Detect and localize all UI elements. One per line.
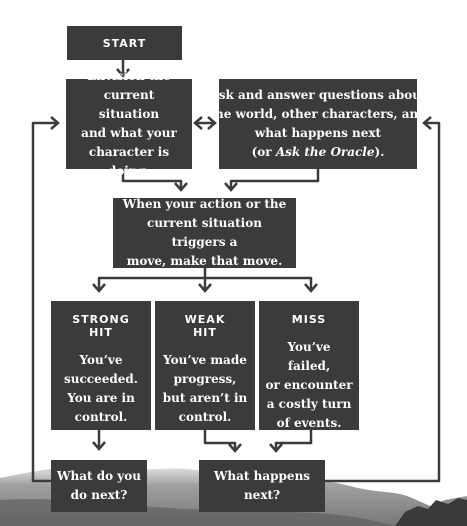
strong-hit-box: STRONG HIT You’ve succeeded. You are in …: [51, 301, 151, 430]
start-box: START: [67, 26, 182, 60]
arrowhead-trigger-right: [224, 182, 238, 192]
arrowheads: [50, 68, 432, 453]
happens-next-line-1: What happens: [213, 469, 311, 483]
trigger-move-box: When your action or the current situatio…: [113, 197, 296, 268]
miss-body-line-4: of events.: [276, 416, 342, 430]
do-next-line-1: What do you: [57, 469, 141, 483]
ask-oracle-pre: (or: [251, 145, 276, 159]
miss-body-line-3: a costly turn: [266, 397, 352, 411]
arrowhead-happens-left: [228, 443, 242, 453]
envision-box: Envision the current situation and what …: [66, 69, 192, 178]
envision-line-1: Envision the: [87, 69, 171, 83]
connector-miss-happens: [274, 430, 313, 451]
arrowhead-miss: [304, 283, 318, 293]
strong-hit-title: STRONG HIT: [72, 313, 129, 339]
weak-body-line-3: but aren’t in: [162, 391, 248, 405]
do-next-line-2: do next?: [70, 488, 128, 502]
weak-hit-title: WEAK HIT: [185, 313, 226, 339]
arrowhead-envision: [116, 68, 130, 78]
happens-next-box: What happens next?: [199, 460, 325, 512]
weak-hit-box: WEAK HIT You’ve made progress, but aren’…: [155, 301, 255, 430]
arrowhead-envision-side: [193, 116, 203, 130]
strong-title-line-1: STRONG: [72, 313, 130, 326]
rocky-peak: [395, 498, 467, 526]
arrowhead-loop-right: [422, 116, 432, 130]
do-next-box: What do you do next?: [51, 460, 147, 512]
envision-line-4: character is doing.: [88, 145, 170, 178]
connector-ask-merge: [229, 169, 320, 189]
weak-title-line-1: WEAK: [184, 313, 226, 326]
miss-body-line-2: or encounter: [265, 378, 353, 392]
connector-happens-loop: [325, 121, 441, 483]
arrowhead-ask-side: [207, 116, 217, 130]
weak-title-line-2: HIT: [193, 326, 217, 339]
connector-donext-loop: [31, 121, 58, 483]
strong-body-line-2: succeeded.: [64, 372, 138, 386]
arrowhead-strong: [92, 283, 106, 293]
arrowhead-loop-left: [50, 116, 60, 130]
happens-next-line-2: next?: [243, 488, 281, 502]
weak-body-line-2: progress,: [173, 372, 237, 386]
connector-weak-happens: [203, 430, 237, 451]
arrowhead-trigger-left: [174, 182, 188, 192]
ask-questions-box: Ask and answer questions about the world…: [209, 79, 427, 169]
strong-body-line-4: control.: [74, 410, 128, 424]
arrowhead-donext: [92, 441, 106, 451]
ask-line-2: the world, other characters, and: [209, 107, 427, 121]
strong-body-line-3: You are in: [67, 391, 135, 405]
miss-title-line-1: MISS: [291, 313, 327, 326]
trigger-line-1: When your action or the: [122, 197, 287, 211]
strong-body-line-1: You’ve: [79, 353, 123, 367]
envision-line-2: current situation: [98, 88, 160, 121]
miss-body-line-1: You’ve failed,: [287, 340, 331, 373]
ask-line-3: what happens next: [254, 126, 382, 140]
envision-line-3: and what your: [81, 126, 177, 140]
trigger-line-2: current situation triggers a: [147, 216, 262, 249]
connectors: [31, 60, 441, 483]
arrowhead-weak: [198, 283, 212, 293]
weak-body-line-1: You’ve made: [163, 353, 247, 367]
strong-title-line-2: HIT: [89, 326, 113, 339]
weak-body-line-4: control.: [178, 410, 232, 424]
ask-oracle-text: Ask the Oracle: [275, 145, 375, 159]
ask-line-4: (or Ask the Oracle).: [252, 143, 385, 162]
connector-outcome-branch: [97, 276, 313, 291]
start-label: START: [102, 36, 147, 50]
ask-line-1: Ask and answer questions about: [209, 88, 427, 102]
miss-box: MISS You’ve failed, or encounter a costl…: [259, 301, 359, 430]
trigger-line-3: move, make that move.: [126, 254, 283, 268]
miss-title: MISS: [292, 313, 326, 326]
ask-oracle-post: ).: [374, 145, 385, 159]
connector-envision-merge: [121, 169, 183, 189]
arrowhead-happens-right: [269, 443, 283, 453]
